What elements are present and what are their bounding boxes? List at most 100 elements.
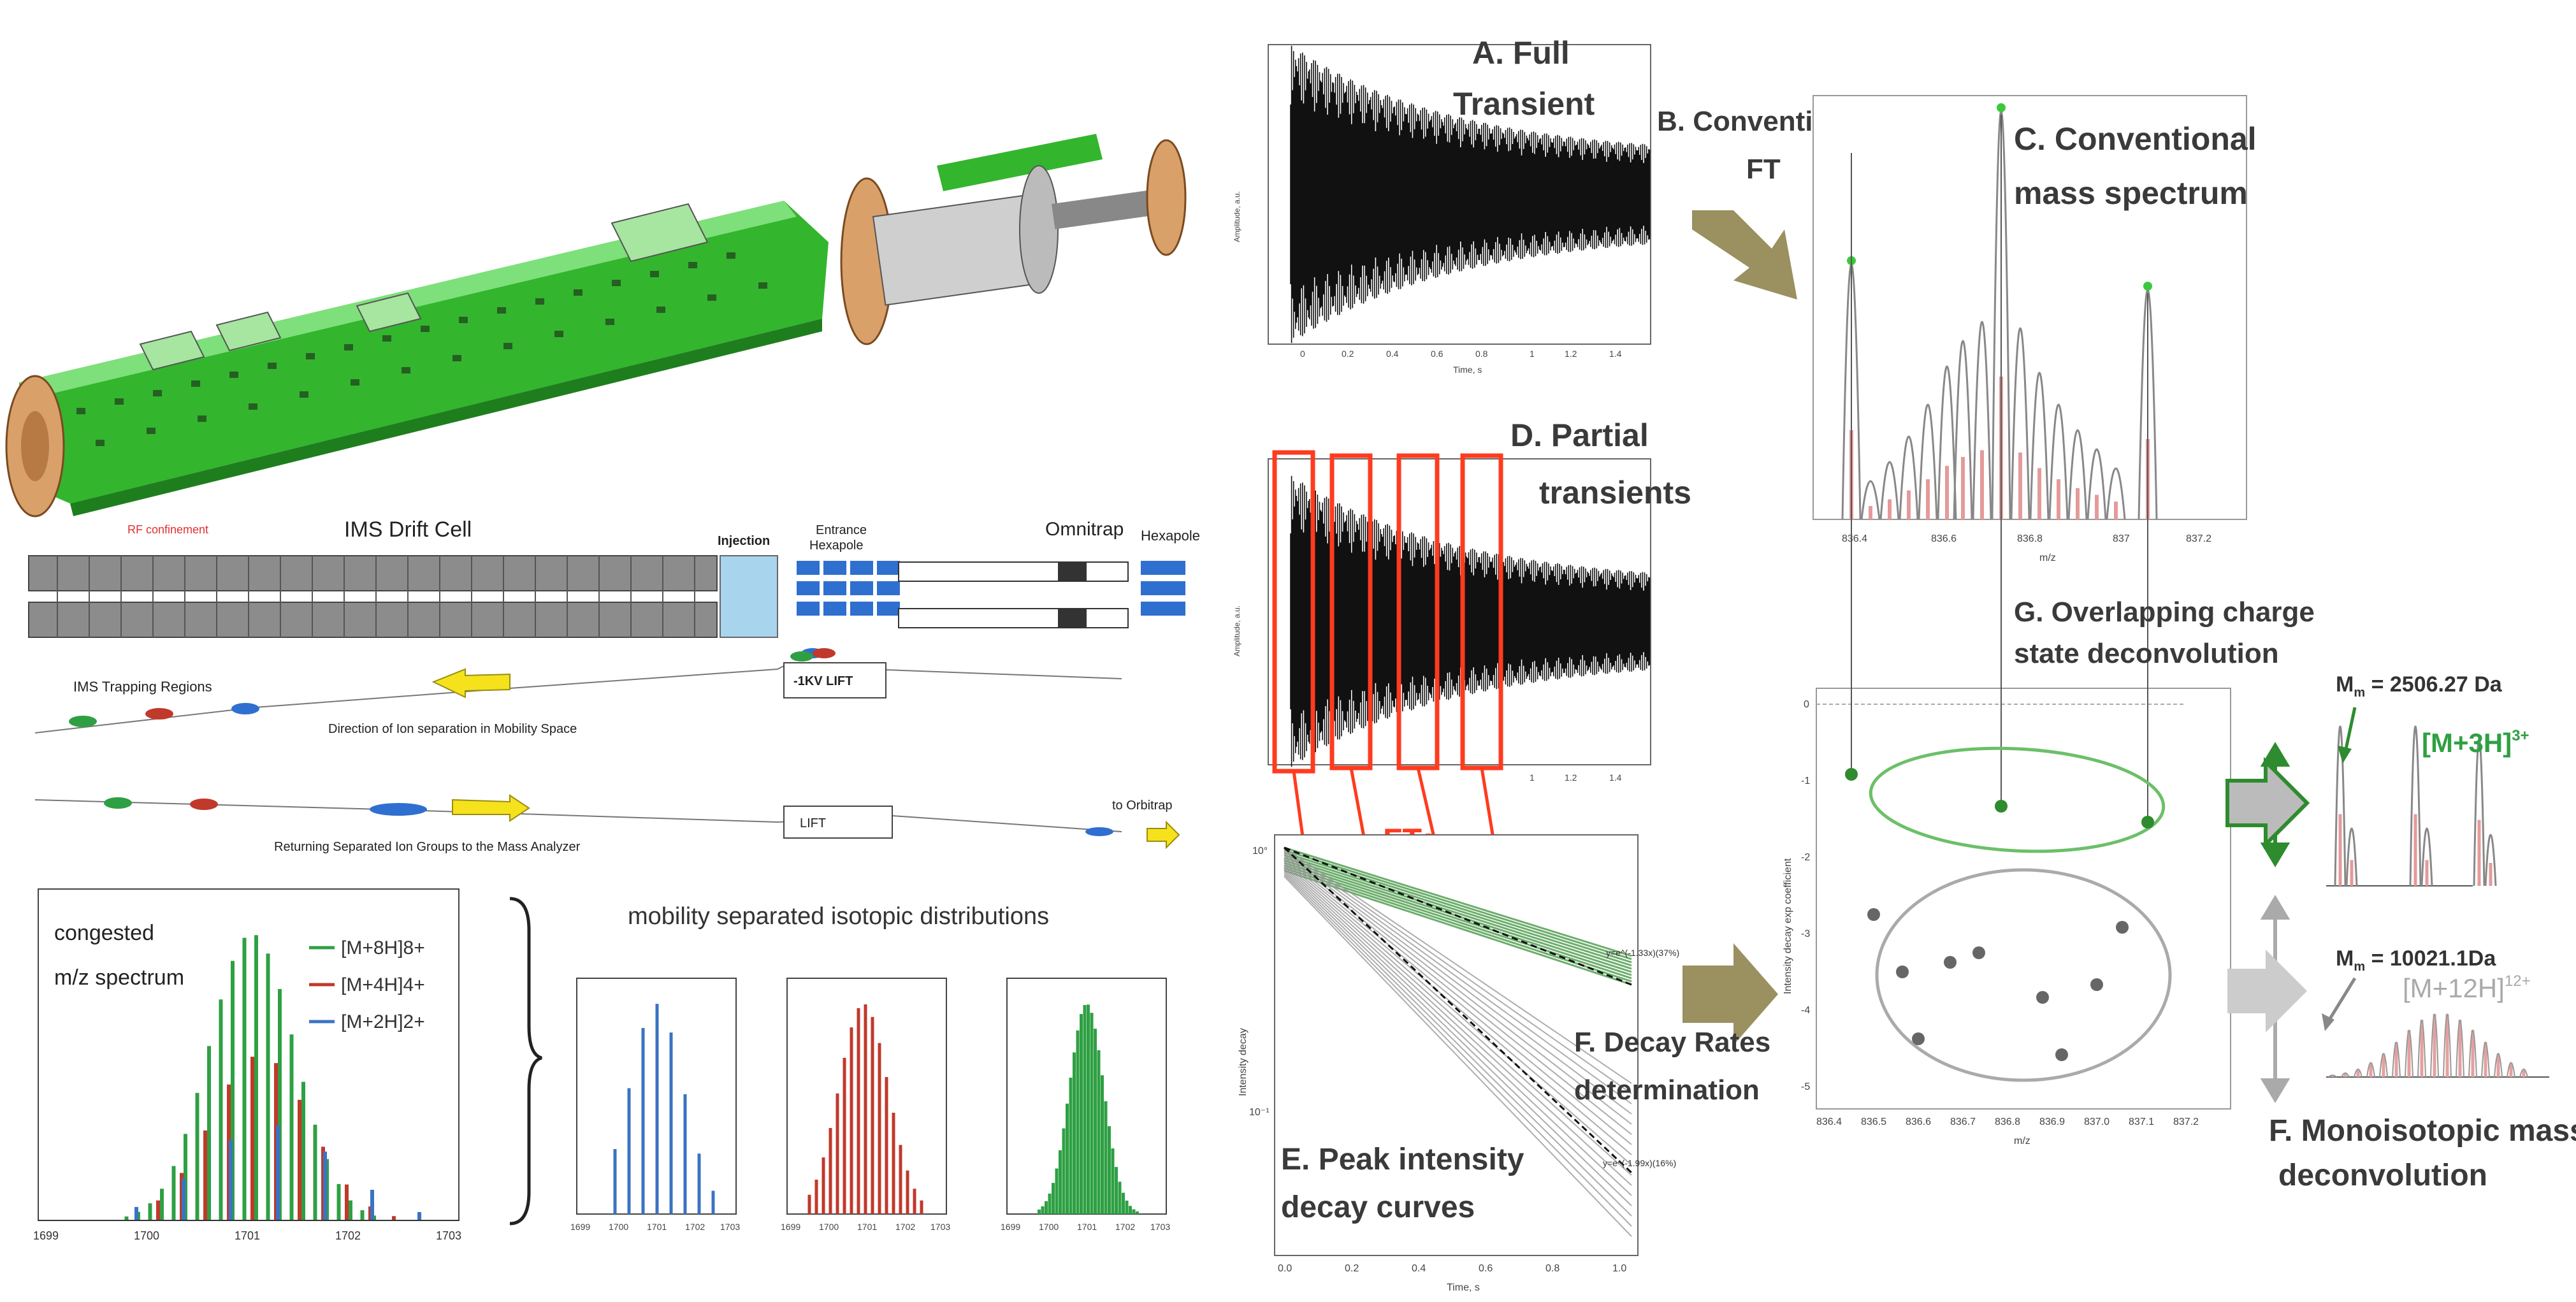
mono-peak: [2334, 725, 2347, 886]
dc-x0: 836.4: [1816, 1117, 1842, 1127]
decay-tick-0: 0.0: [1278, 1263, 1292, 1274]
mob3-tick-1: 1700: [1039, 1222, 1059, 1232]
drift-cell-bottom-row: [28, 602, 718, 638]
decay-tick-4: 0.8: [1545, 1263, 1559, 1274]
spectrum-peak: [2106, 467, 2126, 520]
label-b-line2: FT: [1746, 154, 1781, 185]
returning-text: Returning Separated Ion Groups to the Ma…: [274, 840, 581, 854]
ft-tick-2: 0.4: [1386, 349, 1399, 359]
peak-marker: [1997, 103, 2006, 112]
label-e-line1: E. Peak intensity: [1281, 1143, 1524, 1176]
hexapole-label: Hexapole: [1141, 528, 1200, 544]
cms-tick-4: 837.2: [2186, 533, 2211, 544]
legend-m4h: [M+4H]4+: [341, 974, 425, 995]
gray-decay-line: [1284, 853, 1632, 1115]
congested-legend: [M+8H]8+ [M+4H]4+ [M+2H]2+: [309, 937, 425, 1032]
ft-tick-5: 1: [1530, 349, 1535, 359]
mob2-tick-1: 1700: [819, 1222, 839, 1232]
legend-m8h: [M+8H]8+: [341, 937, 425, 958]
label-e-line2: decay curves: [1281, 1190, 1475, 1224]
spectrum-peak: [1879, 461, 1900, 520]
gray-decay-line: [1284, 866, 1632, 1186]
mono2-envelope: [2430, 1013, 2439, 1078]
dc-x1: 836.5: [1861, 1117, 1886, 1127]
cms-tick-0: 836.4: [1842, 533, 1867, 544]
decay-tick-3: 0.6: [1479, 1263, 1493, 1274]
gray-decay-line: [1284, 868, 1632, 1196]
mob3-tick-2: 1701: [1077, 1222, 1097, 1232]
congested-tick-1700: 1700: [134, 1229, 159, 1242]
ion-packet-red: [145, 708, 173, 720]
dc-x2: 836.6: [1906, 1117, 1931, 1127]
dc-xlabel: m/z: [2014, 1136, 2030, 1146]
dc-y0: 0: [1804, 699, 1809, 710]
green-decay-line: [1284, 864, 1632, 980]
gray-decay-line: [1284, 872, 1632, 1217]
spectrum-peak: [1953, 340, 1973, 520]
arrow-green-out: [2225, 756, 2310, 850]
arrow-gray-out: [2227, 950, 2307, 1032]
entrance-hexapole: [797, 561, 900, 616]
gray-decay-line: [1284, 870, 1632, 1206]
label-f2-line2: deconvolution: [2278, 1159, 2487, 1192]
mob3-tick-4: 1703: [1150, 1222, 1170, 1232]
drift-cell-top-row: [28, 555, 718, 591]
decay-xlabel: Time, s: [1447, 1282, 1480, 1293]
transient-trace: [1290, 45, 1651, 344]
full-transient-signal: [1290, 45, 1651, 344]
ft-xlabel: Time, s: [1453, 365, 1482, 375]
deconv-ylabel: Intensity decay exp coefficient: [1783, 858, 1793, 994]
mono2-envelope: [2494, 1053, 2503, 1078]
gray-decay-line: [1284, 858, 1632, 1145]
mass2-label: Mm = 10021.1Da: [2336, 946, 2496, 974]
dc-y3: -3: [1801, 929, 1810, 939]
mob3-tick-0: 1699: [1001, 1222, 1020, 1232]
gray-cluster-ellipse: [1875, 868, 2172, 1082]
mono2-envelope: [2366, 1062, 2375, 1078]
cms-xlabel: m/z: [2039, 553, 2056, 563]
label-f1-line2: determination: [1574, 1074, 1760, 1106]
return-packet-red: [190, 799, 218, 810]
pt-tick-7: 1.4: [1609, 772, 1622, 783]
mass1-label: Mm = 2506.27 Da: [2336, 672, 2503, 700]
pt-tick-5: 1: [1530, 772, 1535, 783]
gray-decay-line: [1284, 876, 1632, 1237]
spectrum-peak: [2067, 429, 2088, 520]
spectrum-peak: [2010, 327, 2030, 520]
omnitrap-label: Omnitrap: [1045, 519, 1124, 540]
spectrum-peak: [1918, 403, 1938, 520]
conventional-spectrum-panel: 836.4 836.6 836.8 837 837.2 m/z C. Conve…: [1813, 95, 2257, 563]
mono2-envelope: [2379, 1053, 2388, 1078]
green-decay-line: [1284, 854, 1632, 967]
lift-label-2: LIFT: [800, 816, 826, 830]
deconvolution-panel: Intensity decay exp coefficient 0 -1 -2 …: [1783, 115, 2315, 1146]
spectrum-peak: [1899, 435, 1919, 520]
fit-line-gray: [1283, 846, 1633, 1174]
gray-decay-line: [1284, 864, 1632, 1176]
congested-label-line2: m/z spectrum: [54, 966, 184, 990]
spectrum-peak: [1860, 480, 1881, 520]
cms-tick-2: 836.8: [2017, 533, 2043, 544]
ims-drift-cell-label: IMS Drift Cell: [344, 517, 472, 542]
mono2-envelope: [2328, 1074, 2337, 1078]
dc-x3: 836.7: [1950, 1117, 1976, 1127]
hexapole-entrance-label: Hexapole: [809, 539, 864, 553]
rf-confinement-label: RF confinement: [127, 523, 208, 536]
mob2-tick-2: 1701: [857, 1222, 877, 1232]
gray-decay-line: [1284, 862, 1632, 1166]
mono2-envelope: [2507, 1062, 2515, 1078]
mobility-green-bars: [1038, 1004, 1139, 1214]
ft-tick-0: 0: [1300, 349, 1305, 359]
ft-tick-3: 0.6: [1431, 349, 1444, 359]
omnitrap-rods: [898, 561, 1129, 628]
mob1-tick-4: 1703: [720, 1222, 740, 1232]
dc-y5: -5: [1801, 1081, 1810, 1092]
spectrum-peak: [2029, 372, 2050, 520]
g-pt-3: [2141, 816, 2154, 828]
spectrum-peak: [1972, 321, 1992, 520]
arrow-b: [1692, 210, 1797, 300]
full-transient-ylabel: Amplitude, a.u.: [1233, 191, 1241, 242]
ims-trapping-label: IMS Trapping Regions: [73, 679, 212, 695]
mono-peak: [2420, 827, 2433, 886]
label-c-line1: C. Conventional: [2014, 121, 2257, 157]
